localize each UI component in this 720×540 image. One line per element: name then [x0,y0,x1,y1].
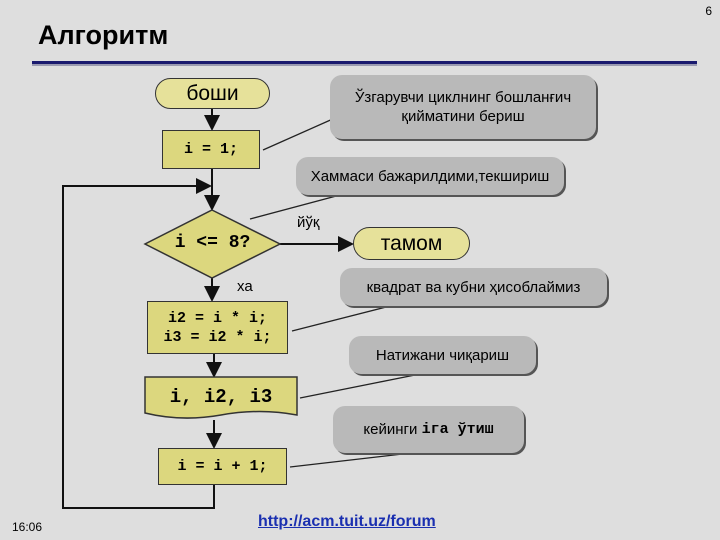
compute-line: i2 = i * i; [167,309,268,327]
callout-tail [262,117,336,151]
loop-back-arrow [62,178,215,509]
callout-tail [291,305,391,332]
page-title: Алгоритм [38,20,169,50]
output-text: i, i2, i3 [169,386,273,408]
forum-link[interactable]: http://acm.tuit.uz/forum [258,513,436,530]
callout-next: кейинги iга ўтиш [333,406,524,453]
callout-next-text: кейинги [363,421,422,438]
callout-check: Хаммаси бажарилдими,текшириш [296,157,564,195]
init-box: i = 1; [162,130,260,169]
decision-diamond [143,209,282,279]
start-terminator: боши [155,78,270,109]
time-stamp: 16:06 [12,520,43,534]
compute-box: i2 = i * i; i3 = i2 * i; [147,301,288,354]
page-number: 6 [705,4,712,18]
callout-tail [299,372,426,399]
callout-init: Ўзгарувчи циклнинг бошланғич қийматини б… [330,75,596,139]
output-shape [144,376,298,419]
condition-text: i <= 8? [174,233,251,253]
callout-next-code: iга ўтиш [421,421,494,438]
end-terminator: тамом [353,227,470,260]
title-divider [32,61,697,64]
increment-box: i = i + 1; [158,448,287,485]
callout-compute: квадрат ва кубни ҳисоблаймиз [340,268,607,306]
callout-tail [249,194,341,220]
yes-label: ха [237,278,253,295]
compute-line: i3 = i2 * i; [163,328,272,346]
callout-tail [289,451,421,468]
no-label: йўқ [297,214,320,231]
callout-output: Натижани чиқариш [349,336,536,374]
